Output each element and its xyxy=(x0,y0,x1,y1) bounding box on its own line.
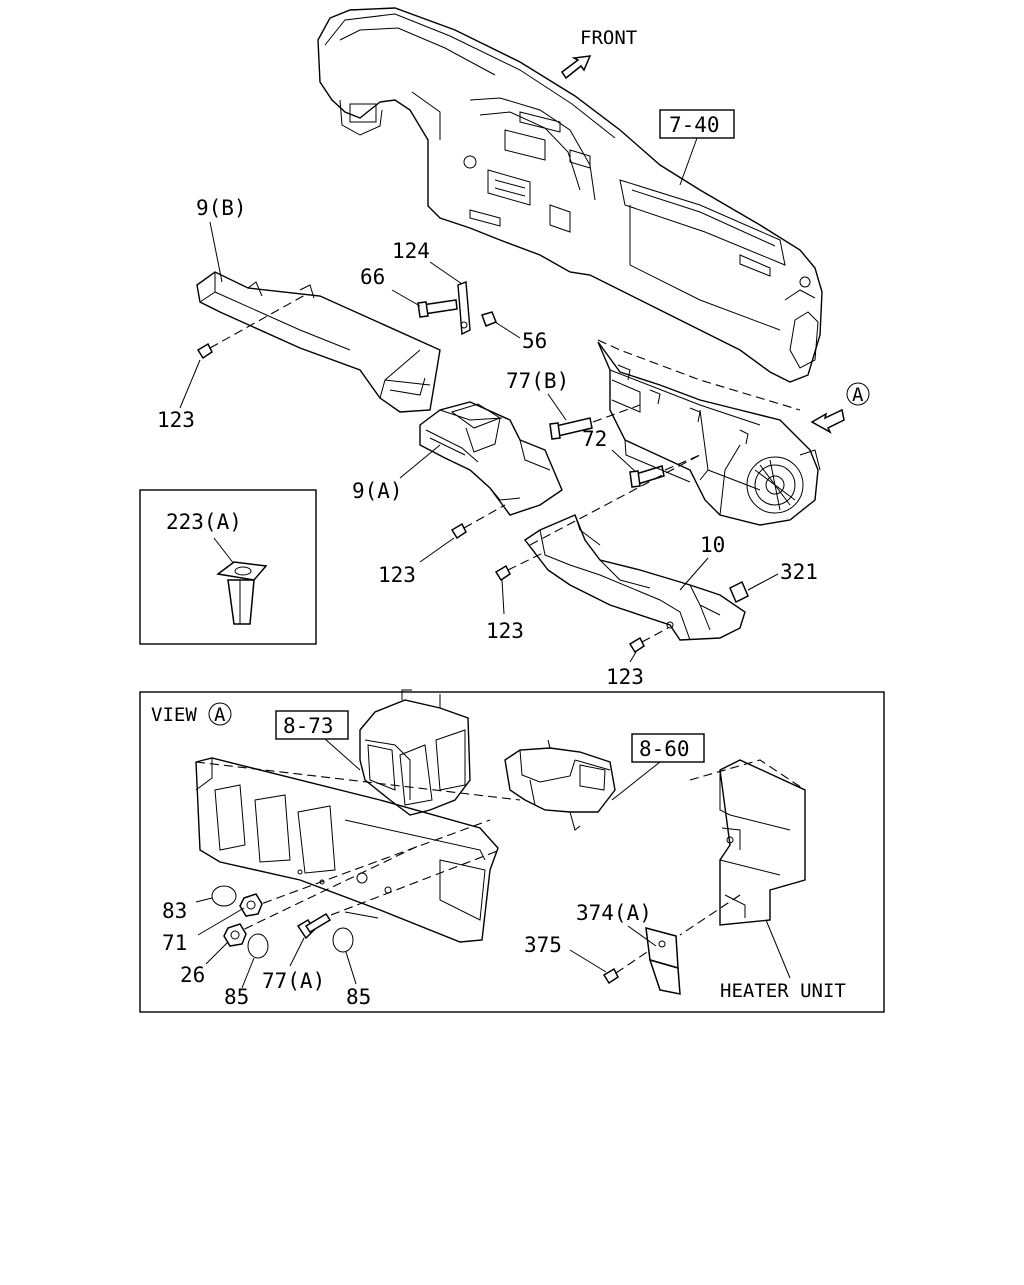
label-123-d: 123 xyxy=(606,665,644,689)
clip-374a: 374(A) xyxy=(576,901,681,995)
label-85-a: 85 xyxy=(224,985,249,1009)
label-71: 71 xyxy=(162,931,187,955)
screw-77b: 77(B) xyxy=(506,369,641,440)
screw-123-c: 123 xyxy=(486,551,546,643)
label-375: 375 xyxy=(524,933,562,957)
bolt-66: 66 xyxy=(360,265,458,318)
duct-10: 10 xyxy=(523,454,746,641)
label-66: 66 xyxy=(360,265,385,289)
label-123-a: 123 xyxy=(157,408,195,432)
heater-unit: HEATER UNIT xyxy=(679,759,846,1002)
bracket-124: 124 xyxy=(392,239,471,336)
grommet-83: 83 xyxy=(162,885,237,923)
view-a-circle-label: A xyxy=(214,704,226,726)
label-77a: 77(A) xyxy=(262,969,325,993)
label-10: 10 xyxy=(700,533,725,557)
heater-assembly xyxy=(597,339,821,526)
screw-375: 375 xyxy=(524,933,651,985)
front-arrow: FRONT xyxy=(560,27,637,80)
ref-7-40-label: 7-40 xyxy=(669,113,720,137)
mounting-panel xyxy=(195,757,521,943)
grommet-85-b: 85 xyxy=(332,927,371,1009)
nut-56: 56 xyxy=(481,311,547,353)
label-223a: 223(A) xyxy=(166,510,242,534)
ref-8-60-label: 8-60 xyxy=(639,737,690,761)
view-a-arrow: A xyxy=(810,382,870,434)
label-56: 56 xyxy=(522,329,547,353)
instrument-panel xyxy=(317,7,823,383)
ref-8-73-label: 8-73 xyxy=(283,714,334,738)
label-9b: 9(B) xyxy=(196,196,247,220)
label-26: 26 xyxy=(180,963,205,987)
screw-123-b: 123 xyxy=(378,504,506,587)
label-72: 72 xyxy=(582,427,607,451)
bolt-77a: 77(A) xyxy=(262,912,332,993)
nut-26: 26 xyxy=(180,923,247,987)
nut-71: 71 xyxy=(162,893,263,955)
ref-7-40: 7-40 xyxy=(659,109,735,186)
label-321: 321 xyxy=(780,560,818,584)
label-123-b: 123 xyxy=(378,563,416,587)
duct-9a: 9(A) xyxy=(352,401,563,516)
inset-223a: 223(A) xyxy=(139,489,317,645)
view-a-panel: VIEW A 8-73 8-60 xyxy=(139,689,885,1013)
label-83: 83 xyxy=(162,899,187,923)
label-9a: 9(A) xyxy=(352,479,403,503)
screw-123-a: 123 xyxy=(157,294,306,432)
label-123-c: 123 xyxy=(486,619,524,643)
label-124: 124 xyxy=(392,239,430,263)
grommet-85-a: 85 xyxy=(224,933,269,1009)
duct-9b: 9(B) xyxy=(196,196,441,413)
label-85-b: 85 xyxy=(346,985,371,1009)
view-a-label: VIEW xyxy=(151,704,197,726)
label-77b: 77(B) xyxy=(506,369,569,393)
control-unit xyxy=(504,739,616,831)
screw-123-d: 123 xyxy=(606,627,669,689)
label-374a: 374(A) xyxy=(576,901,652,925)
heater-unit-label: HEATER UNIT xyxy=(720,980,846,1002)
screw-72: 72 xyxy=(582,427,701,488)
clip-321: 321 xyxy=(729,560,818,604)
blower-unit xyxy=(359,689,471,816)
front-label: FRONT xyxy=(580,27,637,49)
circle-a-label: A xyxy=(852,384,864,406)
